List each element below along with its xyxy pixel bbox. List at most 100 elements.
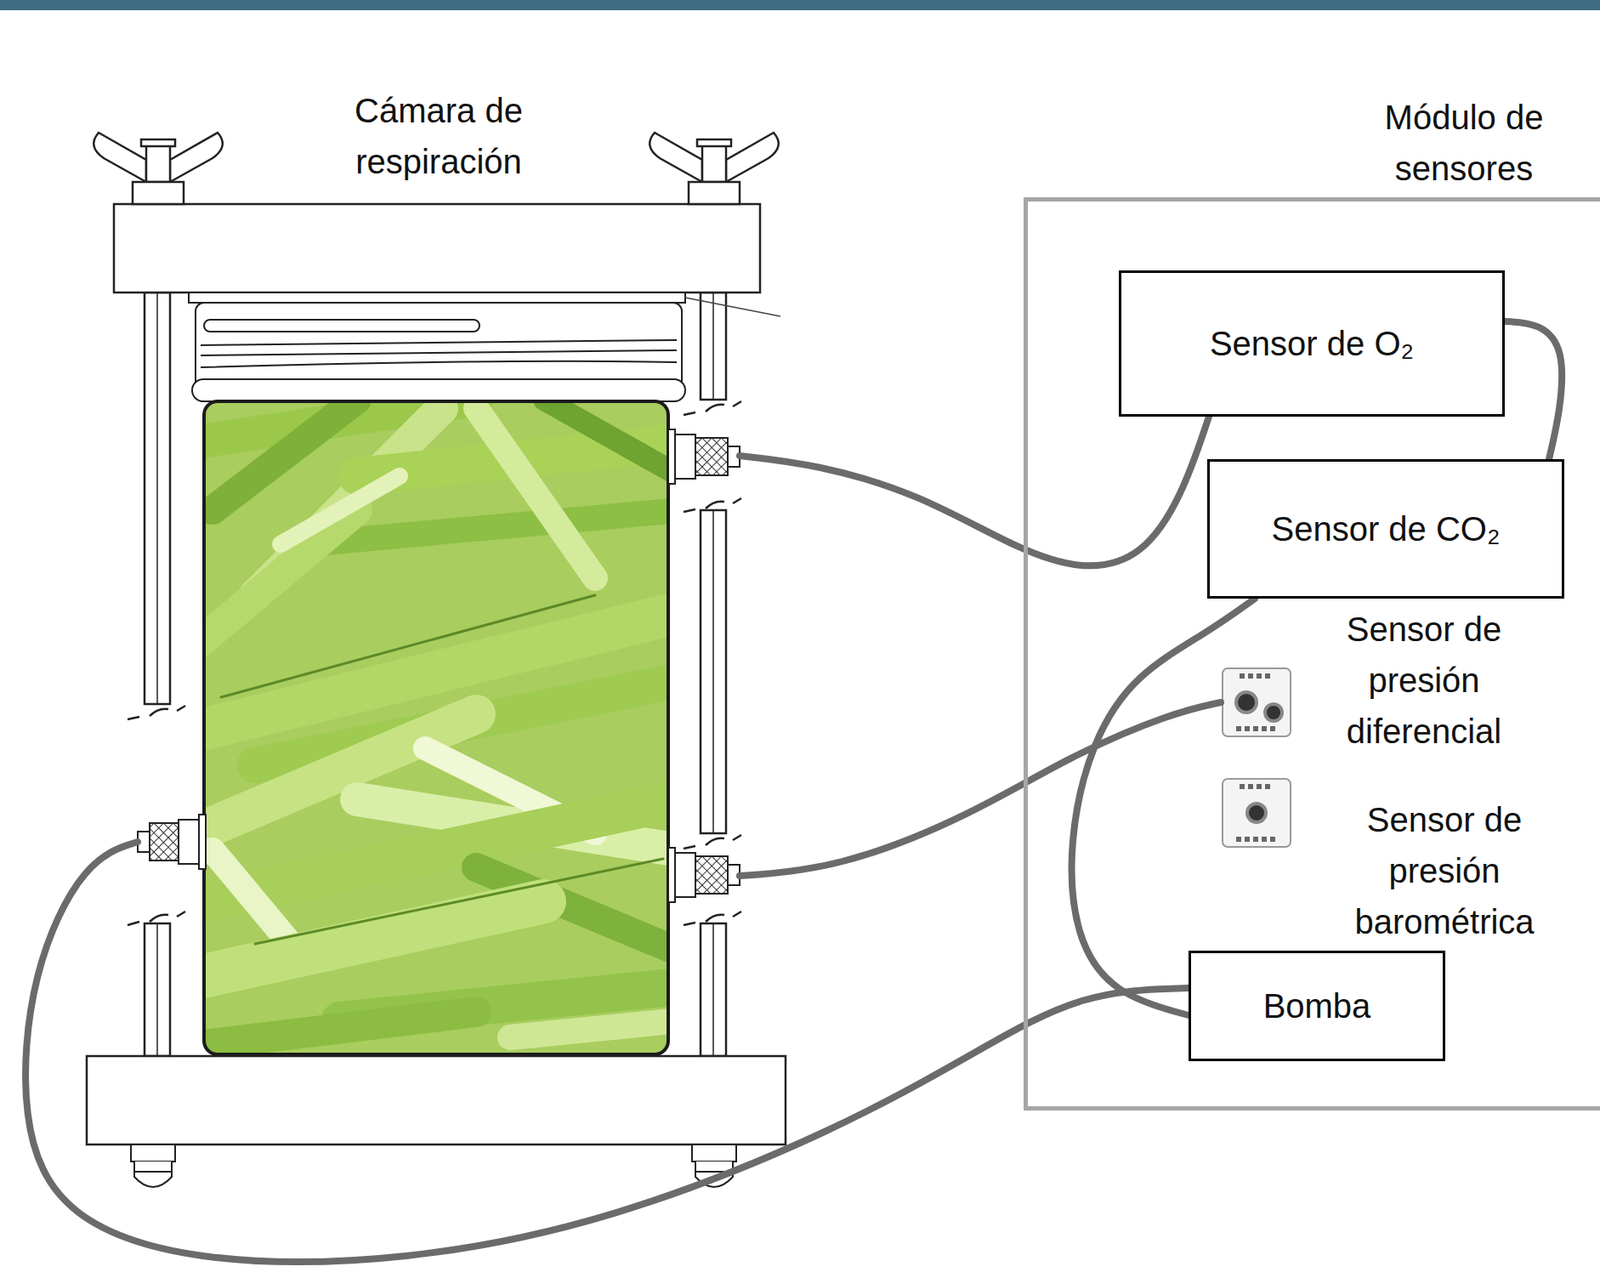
pump-box: Bomba — [1188, 950, 1446, 1061]
wing-nut — [146, 142, 171, 182]
wing-nut — [649, 132, 779, 205]
tube-fitting — [675, 852, 696, 897]
tube-fitting — [668, 847, 740, 903]
break-mark — [683, 834, 742, 849]
barometric-sensor-icon — [1248, 783, 1254, 789]
bottom-plate — [86, 1055, 786, 1145]
wing-nut — [726, 132, 779, 182]
barometric-sensor-icon — [1253, 836, 1259, 842]
differential-sensor-icon — [1248, 673, 1254, 679]
box-label: Bomba — [1263, 980, 1372, 1032]
sensor-label: Sensor de presión diferencial — [1309, 603, 1539, 757]
pressure-sensor: Sensor de presión diferencial — [1220, 603, 1544, 757]
differential-sensor-icon — [1244, 726, 1250, 732]
wing-nut — [141, 139, 176, 147]
respiration-chamber: Cámara de respiración — [137, 295, 740, 1056]
box-label: Sensor de CO₂ — [1271, 503, 1501, 555]
celery-sample — [204, 510, 358, 647]
tie-rod — [700, 292, 727, 400]
tube-fitting — [695, 437, 728, 476]
gas-tube — [739, 702, 1221, 876]
celery-sample — [510, 1020, 669, 1038]
hex-nut — [130, 1144, 176, 1162]
differential-sensor-icon — [1236, 726, 1242, 732]
differential-sensor-icon — [1265, 673, 1271, 679]
jar-lid — [200, 340, 677, 346]
hex-nut — [130, 1144, 176, 1187]
wing-nut — [93, 132, 147, 182]
differential-sensor-icon — [1253, 726, 1259, 732]
differential-sensor-icon — [1265, 703, 1283, 721]
celery-sample — [221, 595, 596, 698]
celery-sample — [204, 901, 545, 978]
chamber-heading: Cámara de respiración — [311, 85, 567, 188]
hex-nut — [134, 1161, 172, 1187]
jar-outline — [204, 401, 669, 1055]
module-heading: Módulo de sensores — [1327, 91, 1600, 194]
differential-sensor-icon — [1261, 726, 1267, 732]
celery-sample — [204, 1011, 477, 1046]
break-mark — [683, 401, 742, 415]
tube-fitting — [675, 434, 696, 479]
wing-nut — [649, 132, 703, 182]
break-mark — [683, 498, 742, 512]
tie-rod — [156, 923, 159, 1056]
barometric-sensor-icon — [1239, 783, 1245, 789]
jar-lid — [200, 361, 677, 368]
tube-fitting — [149, 822, 179, 861]
barometric-sensor-icon — [1222, 778, 1291, 847]
celery-sample — [255, 858, 664, 944]
wing-nut — [688, 181, 740, 205]
break-mark — [127, 705, 186, 720]
differential-sensor-icon — [1256, 673, 1262, 679]
top-plate — [113, 204, 761, 293]
celery-sample — [476, 408, 596, 579]
tie-rod — [144, 292, 171, 704]
hex-nut — [692, 1144, 737, 1162]
jar-lid — [188, 292, 686, 303]
tube-fitting — [198, 814, 206, 869]
differential-sensor-icon — [1270, 726, 1276, 732]
sensor-label: Sensor de presión barométrica — [1329, 794, 1560, 948]
differential-sensor-icon — [1239, 673, 1245, 679]
differential-sensor-icon — [1222, 668, 1291, 737]
jar-lid — [188, 292, 686, 402]
jar-lid — [192, 379, 686, 402]
break-mark — [127, 911, 186, 925]
barometric-sensor-icon — [1256, 783, 1262, 789]
tube-fitting — [178, 819, 199, 864]
tie-rod — [144, 923, 171, 1056]
tube-fitting — [668, 429, 740, 484]
celery-sample — [204, 401, 669, 1055]
barometric-sensor-icon — [1270, 836, 1276, 842]
jar-lid — [204, 319, 480, 332]
gas-tube — [739, 416, 1209, 566]
barometric-sensor-icon — [1247, 803, 1266, 823]
differential-sensor-icon — [1236, 692, 1257, 713]
gas-tube — [1504, 321, 1562, 460]
barometric-sensor-icon — [1236, 836, 1242, 842]
sensor-box: Sensor de O₂ — [1118, 270, 1505, 417]
tie-rod — [712, 923, 715, 1056]
barometric-sensor-icon — [1265, 783, 1271, 789]
tie-rod — [700, 923, 727, 1056]
wing-nut — [170, 132, 223, 182]
wing-nut — [697, 139, 732, 147]
differential-sensor-icon — [1222, 668, 1291, 737]
top-bar — [0, 0, 1600, 11]
sensor-box: Sensor de CO₂ — [1207, 459, 1565, 599]
break-mark — [683, 911, 742, 925]
module-heading: Módulo de sensores — [1327, 91, 1600, 194]
barometric-sensor-icon — [1222, 778, 1291, 847]
tie-rod — [156, 292, 159, 704]
tie-rod — [700, 510, 727, 834]
hex-nut — [134, 1170, 172, 1173]
tube-fitting — [668, 429, 676, 484]
celery-sample — [544, 401, 669, 477]
barometric-sensor-icon — [1244, 836, 1250, 842]
sensor-label: Sensor de presión diferencial — [1309, 603, 1539, 757]
sensor-label: Sensor de presión barométrica — [1329, 794, 1560, 948]
celery-sample — [204, 799, 669, 902]
gas-tube — [25, 841, 1189, 1262]
